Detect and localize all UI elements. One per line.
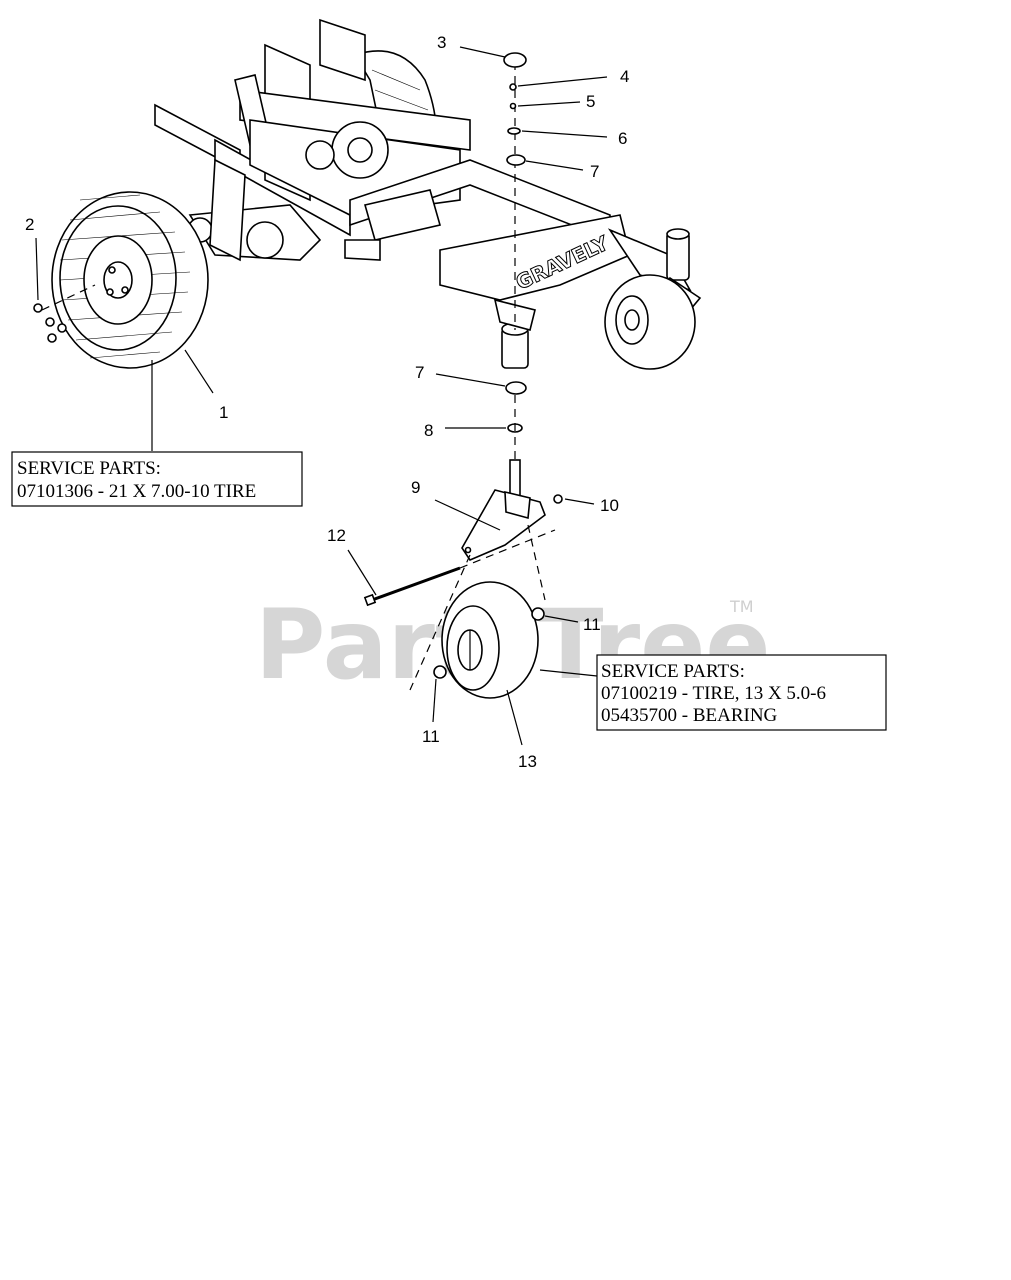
mower-frame: GRAVELY (154, 18, 702, 370)
axle-bolt (363, 529, 556, 607)
callout-7-bottom: 7 (415, 363, 424, 382)
lug-nuts (33, 284, 96, 343)
grease-fitting (553, 494, 563, 504)
lug-nut (57, 323, 67, 333)
lug-nut (45, 317, 55, 327)
service-box-rear-line2: 07101306 - 21 X 7.00-10 TIRE (17, 481, 256, 502)
lug-nut (47, 333, 57, 343)
callout-8: 8 (424, 421, 433, 440)
watermark-tm: TM (729, 597, 754, 616)
service-box-rear: SERVICE PARTS: 07101306 - 21 X 7.00-10 T… (11, 451, 303, 507)
callout-9: 9 (411, 478, 420, 497)
nut (509, 83, 517, 91)
callout-5: 5 (586, 92, 595, 111)
caster-wheel (409, 524, 546, 699)
front-axle-beam (439, 214, 631, 301)
callout-4: 4 (620, 67, 629, 86)
callout-11-left: 11 (422, 727, 440, 746)
callout-12: 12 (327, 526, 346, 545)
callout-3: 3 (437, 33, 446, 52)
service-box-caster: SERVICE PARTS: 07100219 - TIRE, 13 X 5.0… (596, 654, 887, 731)
callout-10: 10 (600, 496, 619, 515)
callout-11-right: 11 (583, 615, 601, 634)
spacer-right (531, 607, 545, 621)
service-box-caster-line3: 05435700 - BEARING (601, 705, 778, 726)
callout-13: 13 (518, 752, 537, 771)
foot-plate (363, 189, 442, 241)
leader-lines (35, 46, 608, 746)
lug-nut (33, 303, 43, 313)
callout-6: 6 (618, 129, 627, 148)
spacer-left (433, 665, 447, 679)
fork-body (461, 489, 546, 561)
service-box-rear-line1: SERVICE PARTS: (17, 458, 161, 479)
service-box-caster-line2: 07100219 - TIRE, 13 X 5.0-6 (601, 683, 826, 704)
lock-washer (509, 102, 517, 110)
service-box-caster-line1: SERVICE PARTS: (601, 661, 745, 682)
rear-wheel (51, 191, 209, 369)
callout-1: 1 (219, 403, 228, 422)
bearing-top (506, 154, 526, 166)
callout-2: 2 (25, 215, 34, 234)
caster-fork (461, 459, 563, 561)
callout-7-top: 7 (590, 162, 599, 181)
caster-stack (503, 52, 527, 460)
bearing-bottom (505, 381, 527, 395)
flat-washer (507, 127, 521, 135)
dust-cap (503, 52, 527, 68)
callout-numbers: 3 4 5 6 7 2 1 7 8 9 10 12 11 11 13 (25, 33, 629, 771)
